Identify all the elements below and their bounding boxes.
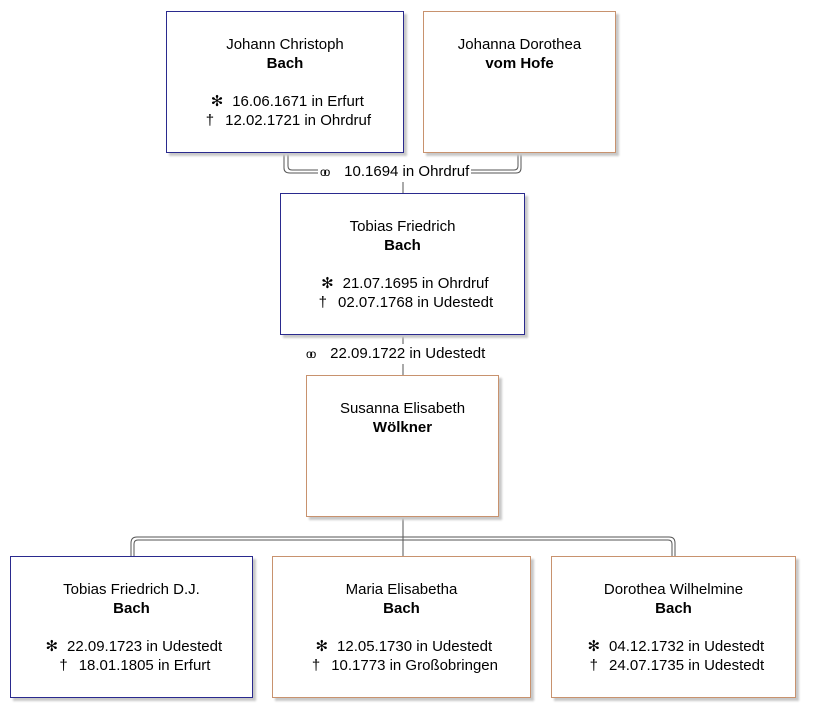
father-last-name: Bach bbox=[266, 55, 304, 72]
spouse-first-name: Susanna Elisabeth bbox=[339, 400, 466, 417]
person-box-spouse[interactable]: Susanna Elisabeth Wölkner bbox=[306, 375, 499, 517]
subject-marriage-text: 22.09.1722 in Udestedt bbox=[330, 345, 486, 362]
person-box-father[interactable]: Johann Christoph Bach ✻ 16.06.1671 in Er… bbox=[166, 11, 404, 153]
child-last-name: Bach bbox=[113, 600, 150, 617]
child-last-name: Bach bbox=[655, 600, 692, 617]
child-death: † 24.07.1735 in Udestedt bbox=[552, 656, 795, 675]
spouse-last-name: Wölkner bbox=[372, 419, 433, 436]
subject-first-name: Tobias Friedrich bbox=[349, 218, 456, 235]
child-birth-text: 04.12.1732 in Udestedt bbox=[609, 638, 765, 655]
child-first-name: Tobias Friedrich D.J. bbox=[63, 581, 200, 598]
death-icon: † bbox=[311, 657, 321, 674]
subject-death-text: 02.07.1768 in Udestedt bbox=[338, 294, 494, 311]
person-box-child-2[interactable]: Maria Elisabetha Bach ✻ 12.05.1730 in Ud… bbox=[272, 556, 531, 698]
child-first-name: Dorothea Wilhelmine bbox=[603, 581, 744, 598]
child-death-text: 10.1773 in Großobringen bbox=[331, 657, 498, 674]
marriage-rings-icon: oo bbox=[306, 347, 316, 361]
child-last-name: Bach bbox=[383, 600, 420, 617]
marriage-rings-icon: oo bbox=[320, 165, 330, 179]
birth-icon: ✻ bbox=[45, 638, 59, 655]
child-death: † 18.01.1805 in Erfurt bbox=[11, 656, 252, 675]
subject-last-name: Bach bbox=[384, 237, 421, 254]
father-first-name: Johann Christoph bbox=[226, 36, 344, 53]
birth-icon: ✻ bbox=[315, 638, 329, 655]
child-birth: ✻ 12.05.1730 in Udestedt bbox=[273, 637, 530, 656]
child-birth: ✻ 04.12.1732 in Udestedt bbox=[552, 637, 795, 656]
person-box-mother[interactable]: Johanna Dorothea vom Hofe bbox=[423, 11, 616, 153]
father-birth-text: 16.06.1671 in Erfurt bbox=[232, 93, 364, 110]
person-box-subject[interactable]: Tobias Friedrich Bach ✻ 21.07.1695 in Oh… bbox=[280, 193, 525, 335]
father-birth: ✻ 16.06.1671 in Erfurt bbox=[167, 92, 403, 111]
child-first-name: Maria Elisabetha bbox=[345, 581, 458, 598]
child-death-text: 18.01.1805 in Erfurt bbox=[78, 657, 211, 674]
birth-icon: ✻ bbox=[587, 638, 601, 655]
mother-first-name: Johanna Dorothea bbox=[457, 36, 582, 53]
child-birth-text: 22.09.1723 in Udestedt bbox=[67, 638, 223, 655]
parents-marriage: oo 10.1694 in Ohrdruf bbox=[318, 162, 472, 182]
birth-icon: ✻ bbox=[210, 93, 224, 110]
child-death: † 10.1773 in Großobringen bbox=[273, 656, 530, 675]
child-death-text: 24.07.1735 in Udestedt bbox=[609, 657, 765, 674]
child-birth-text: 12.05.1730 in Udestedt bbox=[337, 638, 493, 655]
mother-last-name: vom Hofe bbox=[485, 55, 554, 72]
father-death-text: 12.02.1721 in Ohrdruf bbox=[225, 112, 372, 129]
subject-death: † 02.07.1768 in Udestedt bbox=[281, 293, 524, 312]
death-icon: † bbox=[59, 657, 68, 674]
subject-birth: ✻ 21.07.1695 in Ohrdruf bbox=[281, 274, 524, 293]
father-death: † 12.02.1721 in Ohrdruf bbox=[167, 111, 403, 130]
parents-marriage-text: 10.1694 in Ohrdruf bbox=[344, 163, 470, 180]
subject-marriage: oo 22.09.1722 in Udestedt bbox=[304, 344, 488, 364]
death-icon: † bbox=[205, 112, 215, 129]
child-birth: ✻ 22.09.1723 in Udestedt bbox=[11, 637, 252, 656]
birth-icon: ✻ bbox=[321, 275, 334, 292]
death-icon: † bbox=[589, 657, 599, 674]
subject-birth-text: 21.07.1695 in Ohrdruf bbox=[342, 275, 489, 292]
death-icon: † bbox=[318, 294, 328, 311]
person-box-child-1[interactable]: Tobias Friedrich D.J. Bach ✻ 22.09.1723 … bbox=[10, 556, 253, 698]
person-box-child-3[interactable]: Dorothea Wilhelmine Bach ✻ 04.12.1732 in… bbox=[551, 556, 796, 698]
